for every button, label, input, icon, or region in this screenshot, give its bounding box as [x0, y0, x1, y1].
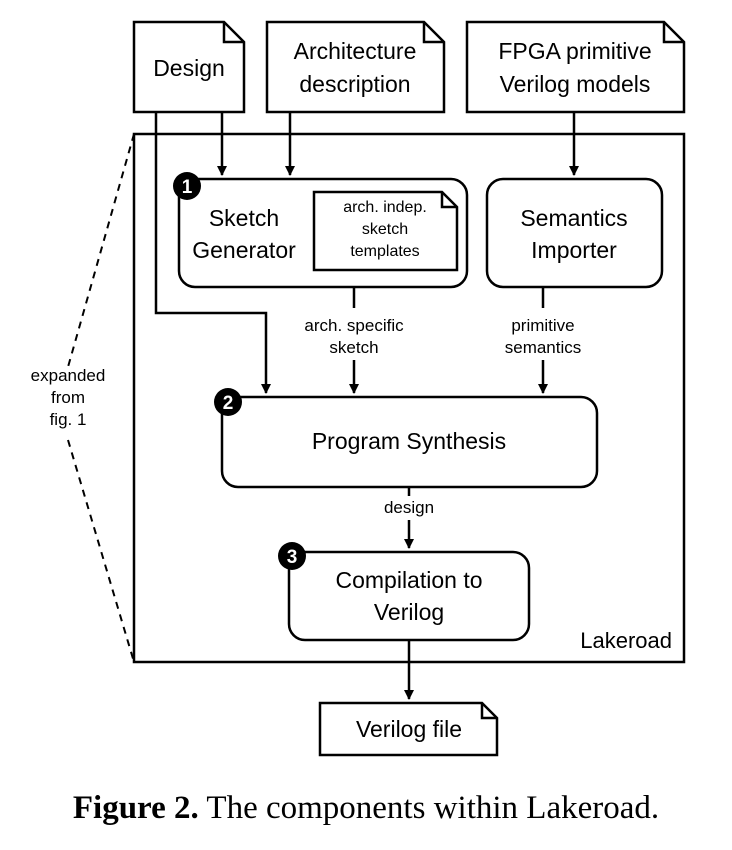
verilog-file-label: Verilog file — [356, 716, 462, 742]
templates-doc: arch. indep. sketch templates — [312, 190, 459, 272]
program-synthesis-label: Program Synthesis — [312, 428, 506, 454]
step-2-badge: 2 — [214, 388, 242, 416]
expanded-line3: fig. 1 — [50, 410, 87, 429]
step-1-number: 1 — [182, 177, 193, 198]
compilation-box: Compilation to Verilog — [287, 550, 531, 642]
templates-line1: arch. indep. — [343, 199, 427, 216]
expand-line-bottom — [67, 439, 135, 663]
design-label: Design — [153, 55, 225, 81]
program-synthesis-box: Program Synthesis — [220, 395, 599, 489]
architecture-line1: Architecture — [294, 38, 417, 64]
semantics-importer-line2: Importer — [531, 237, 617, 263]
compilation-line2: Verilog — [374, 599, 444, 625]
semantics-importer-line1: Semantics — [520, 205, 627, 231]
arrow-design-to-synthesis — [154, 112, 271, 394]
caption-figure-number: Figure 2. — [72, 790, 199, 826]
edge-label-arch-specific-1: arch. specific — [304, 316, 404, 335]
step-2-number: 2 — [223, 393, 234, 414]
fpga-models-doc: FPGA primitive Verilog models — [465, 20, 686, 114]
expand-line-top — [67, 133, 135, 368]
fpga-line1: FPGA primitive — [498, 38, 651, 64]
step-1-badge: 1 — [173, 172, 201, 200]
expanded-from-label: expanded from fig. 1 — [31, 366, 106, 429]
expanded-line2: from — [51, 388, 85, 407]
design-doc: Design — [132, 20, 246, 114]
figure-caption: Figure 2. The components within Lakeroad… — [0, 790, 732, 827]
edge-label-arch-specific-2: sketch — [329, 338, 378, 357]
edge-label-primitive-2: semantics — [505, 338, 582, 357]
templates-line2: sketch — [362, 221, 408, 238]
lakeroad-label: Lakeroad — [580, 628, 672, 653]
caption-text: The components within Lakeroad. — [198, 790, 660, 826]
expanded-line1: expanded — [31, 366, 106, 385]
edge-label-design: design — [384, 498, 434, 517]
edge-label-primitive-1: primitive — [511, 316, 574, 335]
verilog-file-doc: Verilog file — [318, 701, 499, 757]
sketch-generator-line2: Generator — [192, 237, 296, 263]
step-3-badge: 3 — [278, 542, 306, 570]
architecture-doc: Architecture description — [265, 20, 446, 114]
sketch-generator-line1: Sketch — [209, 205, 279, 231]
architecture-line2: description — [299, 71, 410, 97]
compilation-line1: Compilation to — [335, 567, 482, 593]
semantics-importer-box: Semantics Importer — [485, 177, 664, 289]
templates-line3: templates — [350, 243, 419, 260]
step-3-number: 3 — [287, 547, 298, 568]
fpga-line2: Verilog models — [500, 71, 651, 97]
lakeroad-diagram: Lakeroad expanded from fig. 1 Design Arc… — [31, 20, 686, 757]
